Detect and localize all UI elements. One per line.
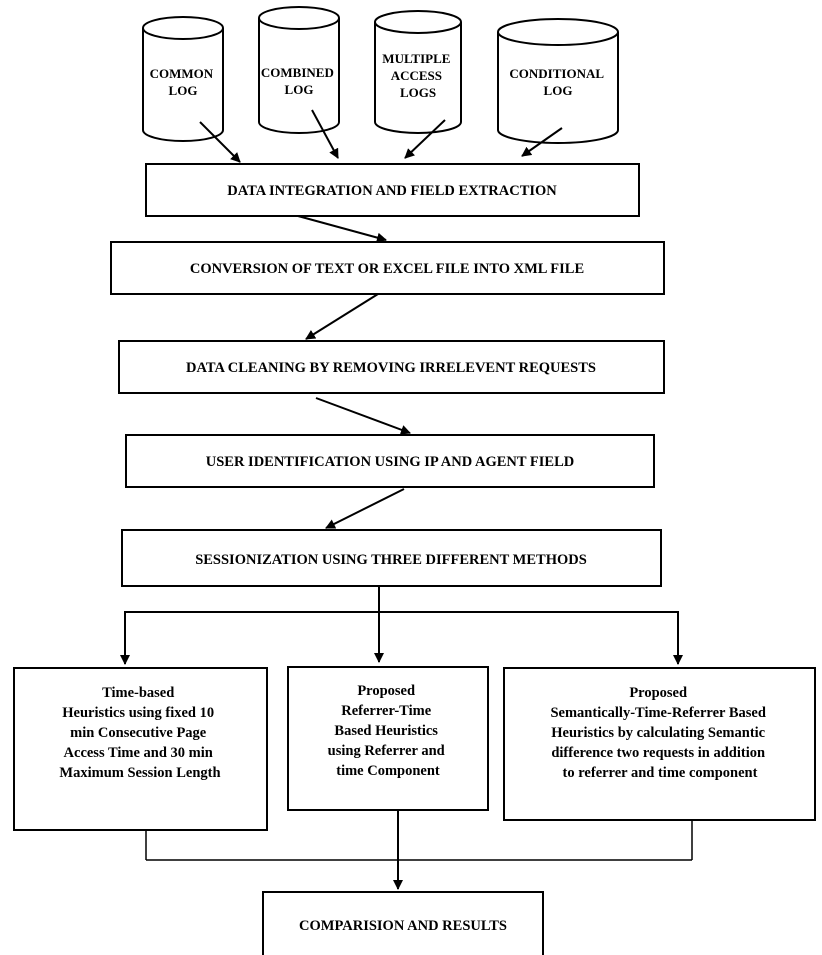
results-label: COMPARISION AND RESULTS	[299, 918, 507, 934]
database-common-log: COMMON LOG	[142, 16, 224, 142]
arrow-step4-to-step5	[325, 488, 405, 529]
method-referrer-time: Proposed Referrer-Time Based Heuristics …	[287, 666, 489, 811]
db-line: COMBINED	[261, 65, 334, 80]
step-conversion: CONVERSION OF TEXT OR EXCEL FILE INTO XM…	[110, 241, 665, 295]
step-label: CONVERSION OF TEXT OR EXCEL FILE INTO XM…	[190, 261, 584, 277]
step-sessionization: SESSIONIZATION USING THREE DIFFERENT MET…	[121, 529, 662, 587]
method-time-based: Time-based Heuristics using fixed 10 min…	[13, 667, 268, 831]
results-box: COMPARISION AND RESULTS	[262, 891, 544, 955]
database-conditional-log: CONDITIONAL LOG	[497, 18, 619, 144]
db-line: LOG	[285, 82, 314, 97]
method-line: Proposed	[357, 683, 415, 699]
step-label: DATA INTEGRATION AND FIELD EXTRACTION	[227, 183, 557, 199]
svg-text:COMMON LOG: COMMON LOG	[150, 66, 217, 98]
method-line: Access Time and 30 min	[64, 745, 213, 761]
database-multiple-access-logs: MULTIPLE ACCESS LOGS	[374, 10, 462, 134]
method-line: Semantically-Time-Referrer Based	[550, 705, 765, 721]
method-line: Based Heuristics	[334, 723, 438, 739]
step-label: USER IDENTIFICATION USING IP AND AGENT F…	[206, 454, 575, 470]
method-semantic: Proposed Semantically-Time-Referrer Base…	[503, 667, 816, 821]
db-line: COMMON	[150, 66, 214, 81]
method-line: to referrer and time component	[563, 765, 758, 781]
db-line: LOG	[544, 83, 573, 98]
svg-text:Proposed Semantically-Ti: Proposed Semantically-Time-Referrer Base…	[550, 685, 769, 781]
step-data-integration: DATA INTEGRATION AND FIELD EXTRACTION	[145, 163, 640, 217]
method-line: Referrer-Time	[341, 703, 431, 719]
method-line: Time-based	[102, 685, 174, 701]
arrow-common-to-integration	[199, 121, 241, 163]
arrow-step2-to-step3	[305, 293, 379, 340]
step-label: DATA CLEANING BY REMOVING IRRELEVENT REQ…	[186, 360, 596, 376]
svg-text:MULTIPLE ACCESS LO: MULTIPLE ACCESS LOGS	[382, 51, 453, 100]
db-line: LOGS	[400, 85, 436, 100]
arrow-step1-to-step2	[297, 215, 387, 243]
arrow-step3-to-step4	[315, 397, 411, 435]
method-line: Heuristics using fixed 10	[62, 705, 214, 721]
method-line: Maximum Session Length	[59, 765, 220, 781]
step-user-identification: USER IDENTIFICATION USING IP AND AGENT F…	[125, 434, 655, 488]
svg-text:CONDITIONAL LOG: CONDITIONAL LOG	[509, 66, 606, 98]
method-line: min Consecutive Page	[70, 725, 207, 741]
method-line: difference two requests in addition	[551, 745, 765, 761]
database-combined-log: COMBINED LOG	[258, 6, 340, 134]
method-line: time Component	[336, 763, 440, 779]
step-label: SESSIONIZATION USING THREE DIFFERENT MET…	[195, 552, 587, 568]
db-line: CONDITIONAL	[509, 66, 604, 81]
step-data-cleaning: DATA CLEANING BY REMOVING IRRELEVENT REQ…	[118, 340, 665, 394]
arrow-conditional-to-integration	[521, 127, 563, 157]
method-line: Heuristics by calculating Semantic	[551, 725, 765, 741]
db-line: LOG	[169, 83, 198, 98]
arrow-multiple-to-integration	[404, 119, 446, 159]
db-line: ACCESS	[391, 68, 442, 83]
method-line: Proposed	[629, 685, 687, 701]
arrow-combined-to-integration	[311, 109, 339, 159]
svg-text:COMBINED LOG: COMBINED LOG	[261, 65, 337, 97]
method-line: using Referrer and	[328, 743, 445, 759]
svg-text:Proposed Referrer-Time: Proposed Referrer-Time Based Heuristics …	[328, 683, 449, 779]
db-line: MULTIPLE	[382, 51, 450, 66]
svg-text:Time-based Heuristics us: Time-based Heuristics using fixed 10 min…	[59, 685, 220, 781]
